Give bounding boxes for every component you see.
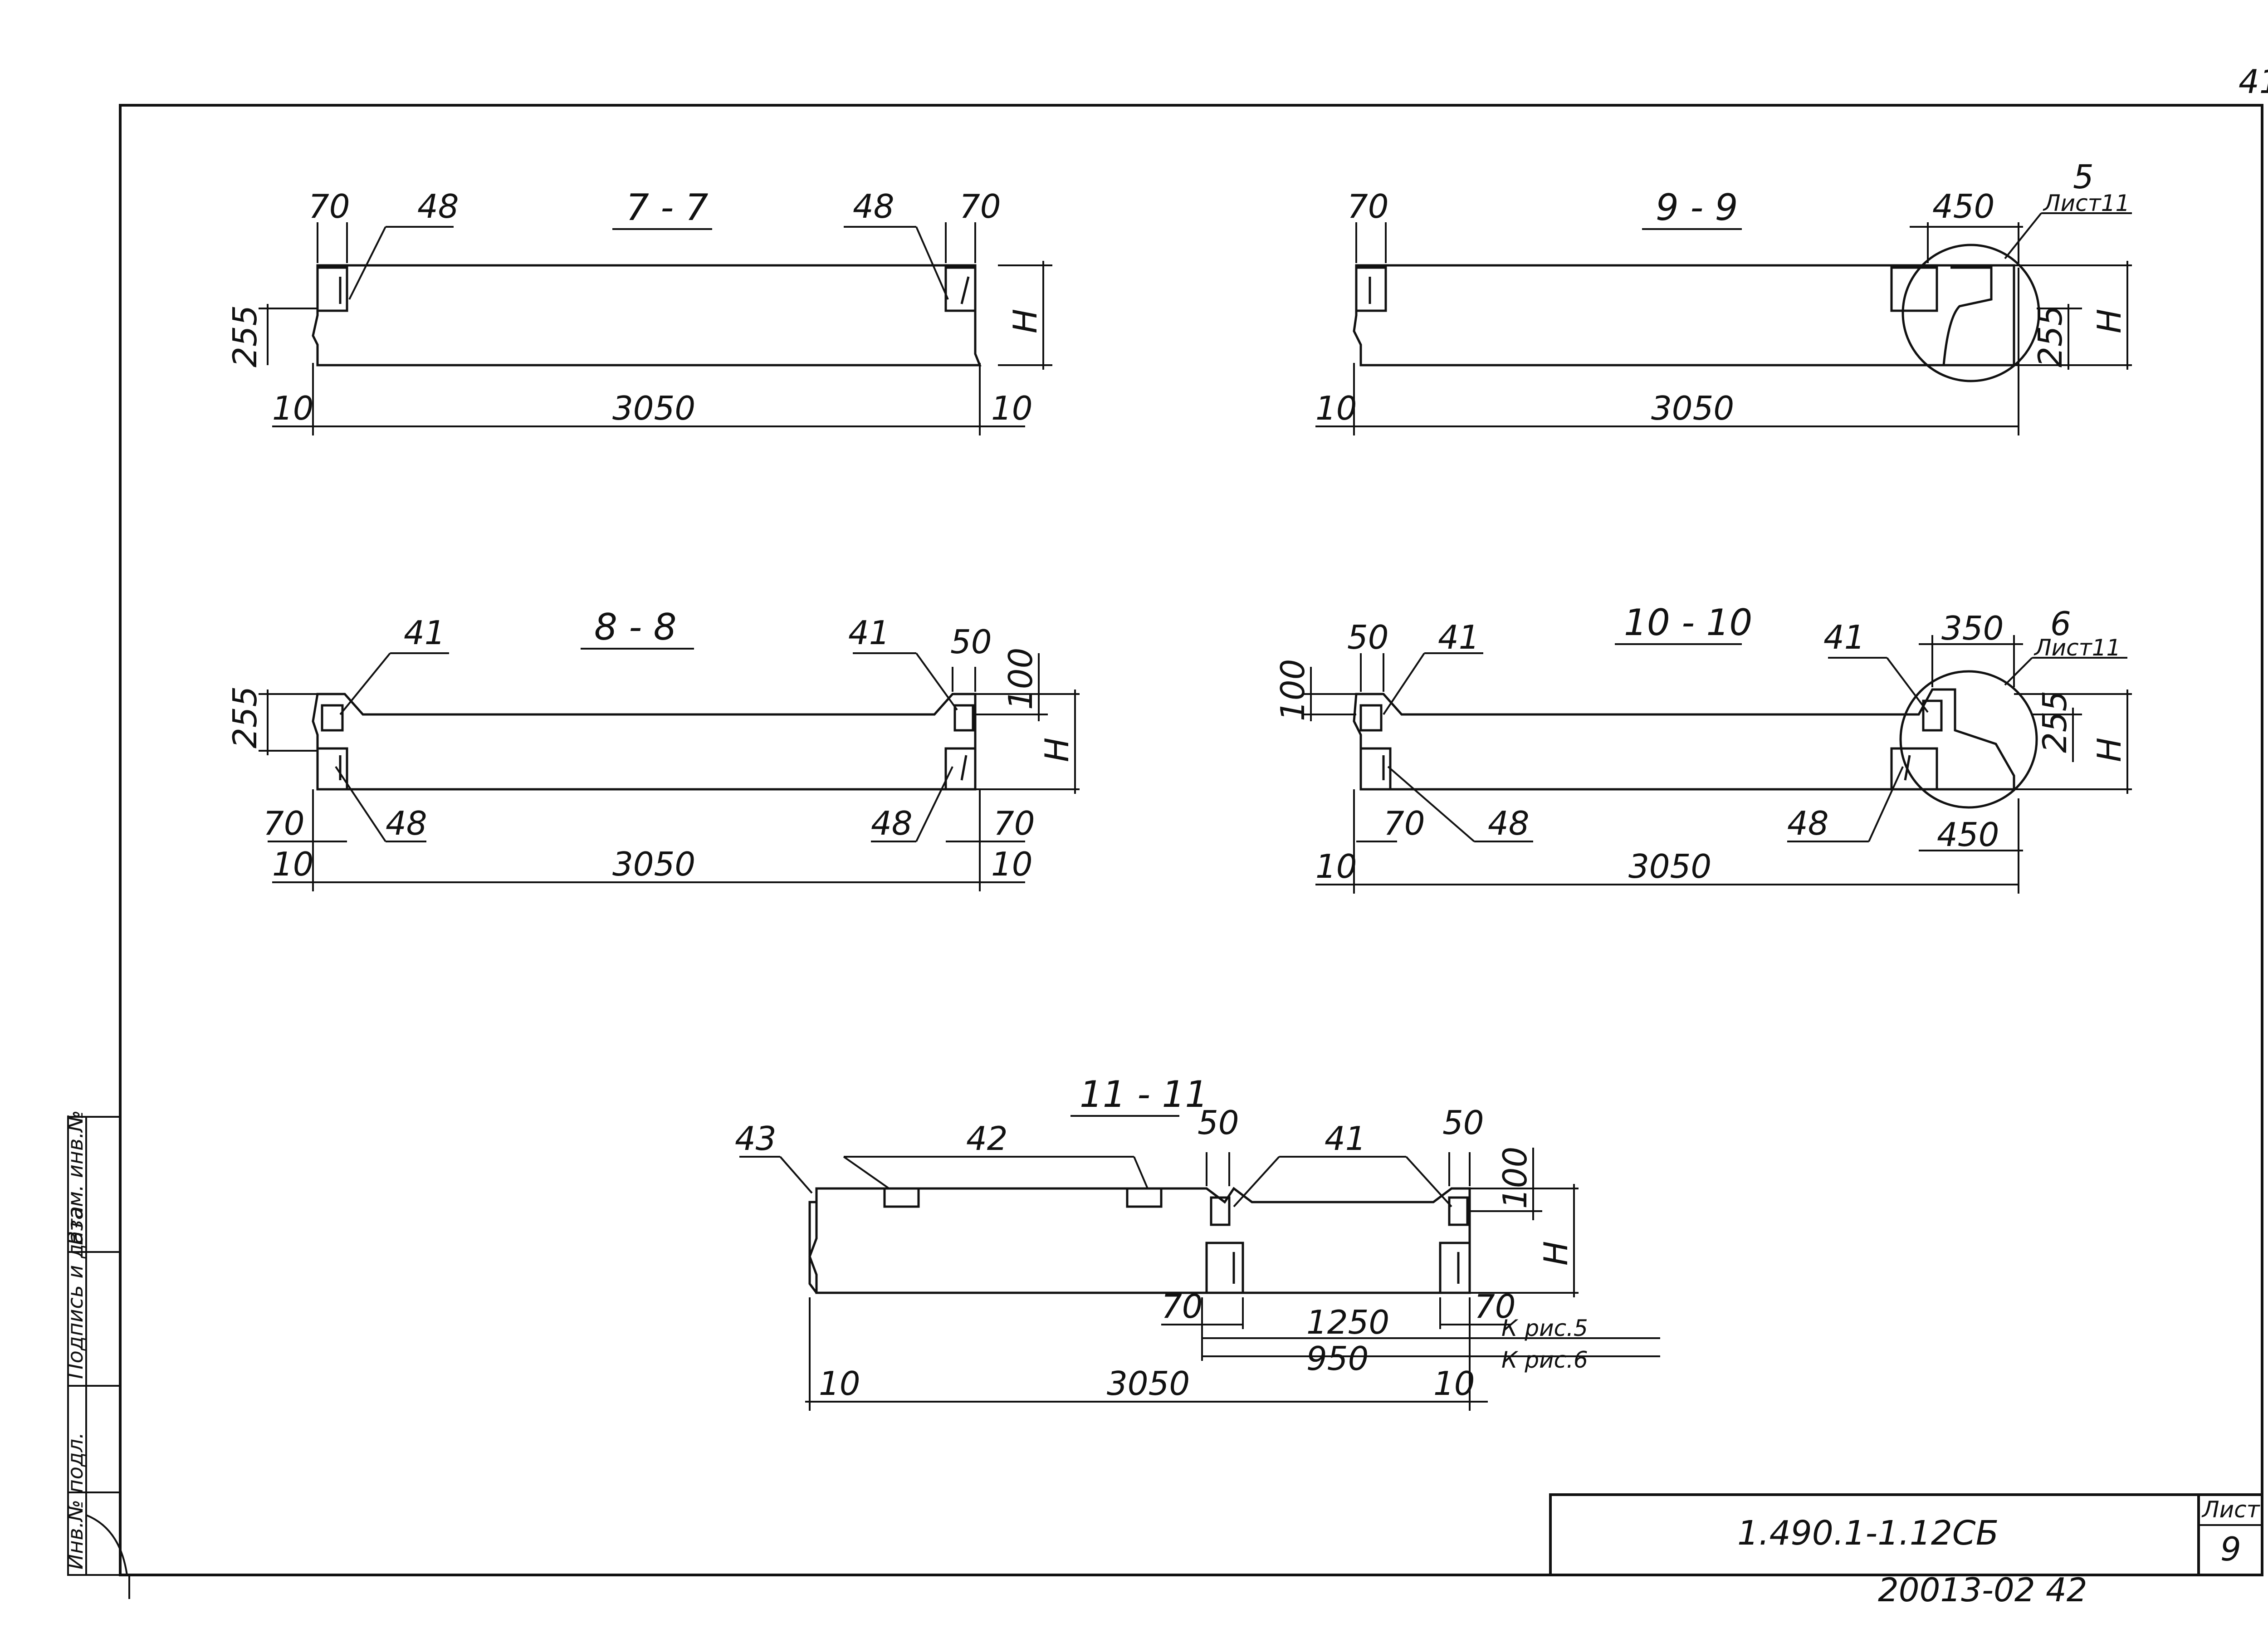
- dim-label: 255: [2036, 691, 2074, 753]
- dim-label: 350: [1941, 609, 2004, 647]
- leader-label: 48: [853, 187, 894, 225]
- dim-label: 100: [1002, 648, 1040, 710]
- leader-label: 41: [848, 614, 890, 652]
- footer-number: 42: [2046, 1571, 2087, 1609]
- callout-sheet: Лист11: [2033, 635, 2121, 661]
- dim-label: 10: [991, 845, 1033, 883]
- section-title: 11 - 11: [1080, 1073, 1208, 1115]
- drawing-code: 1.490.1-1.12СБ: [1737, 1514, 1999, 1553]
- dim-label: 3050: [612, 845, 695, 883]
- dim-label: 100: [1496, 1147, 1534, 1209]
- section-title: 8 - 8: [594, 606, 677, 648]
- dim-label: 450: [1932, 187, 1994, 225]
- leader-label: 41: [404, 614, 445, 652]
- dim-label: 10: [1433, 1364, 1475, 1403]
- dim-label: 3050: [1107, 1364, 1190, 1403]
- section-title: 9 - 9: [1656, 186, 1738, 229]
- dim-label: H: [1537, 1241, 1575, 1266]
- callout-sheet: Лист11: [2043, 190, 2130, 216]
- dim-label: 10: [1315, 847, 1357, 885]
- dim-label: 10: [1315, 389, 1357, 427]
- section-10-10: 10 - 10: [1302, 601, 2132, 894]
- leader-label: 48: [386, 804, 427, 842]
- dim-label: 50: [950, 623, 992, 661]
- dim-label: 70: [1474, 1287, 1516, 1325]
- dim-label: 70: [959, 187, 1001, 225]
- section-11-11: 11 - 11: [739, 1073, 1660, 1411]
- dim-label: 10: [991, 389, 1033, 427]
- dim-label: H: [1038, 738, 1076, 762]
- stamp-replacement: Взам. инв.№: [63, 1110, 88, 1245]
- sheet-number: 9: [2220, 1530, 2241, 1568]
- callout-number: 5: [2073, 158, 2094, 196]
- dim-label: 3050: [1651, 389, 1734, 427]
- dim-label: 70: [1161, 1287, 1203, 1325]
- section-8-8: 8 - 8: [259, 606, 1080, 891]
- dim-label: 950: [1306, 1340, 1369, 1378]
- sheet-frame: [67, 104, 2263, 1599]
- dim-label: 70: [308, 187, 350, 225]
- dim-label: 50: [1347, 618, 1389, 656]
- section-7-7: 7 - 7: [259, 186, 1052, 435]
- dim-label: 255: [226, 305, 264, 367]
- leader-label: 41: [1325, 1120, 1366, 1158]
- dim-label: 70: [1347, 187, 1389, 225]
- dim-label: 10: [272, 845, 314, 883]
- dim-label: 70: [263, 804, 305, 842]
- section-title: 7 - 7: [626, 186, 709, 229]
- dim-label: H: [1006, 309, 1044, 333]
- corner-sheet-number: 41: [2239, 63, 2268, 101]
- section-title: 10 - 10: [1624, 601, 1752, 644]
- leader-label: 41: [1438, 618, 1480, 656]
- leader-label: 48: [871, 804, 913, 842]
- leader-label: 48: [417, 187, 459, 225]
- dim-label: 100: [1274, 659, 1312, 721]
- stamp-inventory: Инв.№ подл.: [63, 1432, 88, 1570]
- dim-label: 3050: [1628, 847, 1711, 885]
- dim-label: 50: [1198, 1104, 1239, 1142]
- dim-label: 10: [819, 1364, 860, 1403]
- dim-label: 3050: [612, 389, 695, 427]
- footer-code: 20013-02: [1878, 1571, 2035, 1609]
- dim-label: 70: [993, 804, 1035, 842]
- dim-label: 255: [2031, 305, 2069, 367]
- leader-label: 48: [1488, 804, 1530, 842]
- dim-label: 255: [226, 686, 264, 748]
- dim-label: 10: [272, 389, 314, 427]
- dim-label: H: [2090, 738, 2128, 762]
- sheet-label: Лист: [2201, 1496, 2261, 1523]
- leader-label: 48: [1787, 804, 1829, 842]
- reference-note: К рис.6: [1501, 1347, 1588, 1373]
- leader-label: 43: [735, 1120, 777, 1158]
- leader-label: 41: [1823, 618, 1865, 656]
- stamp-signature: Подпись и дата: [63, 1206, 88, 1379]
- dim-label: 50: [1442, 1104, 1484, 1142]
- dim-label: 450: [1937, 816, 1999, 854]
- reference-note: К рис.5: [1501, 1315, 1588, 1341]
- leader-label: 42: [966, 1120, 1008, 1158]
- dim-label: H: [2090, 309, 2128, 333]
- dim-label: 1250: [1306, 1303, 1389, 1341]
- section-9-9: 9 - 9: [1315, 186, 2132, 435]
- dim-label: 70: [1383, 804, 1425, 842]
- callout-number: 6: [2050, 605, 2071, 643]
